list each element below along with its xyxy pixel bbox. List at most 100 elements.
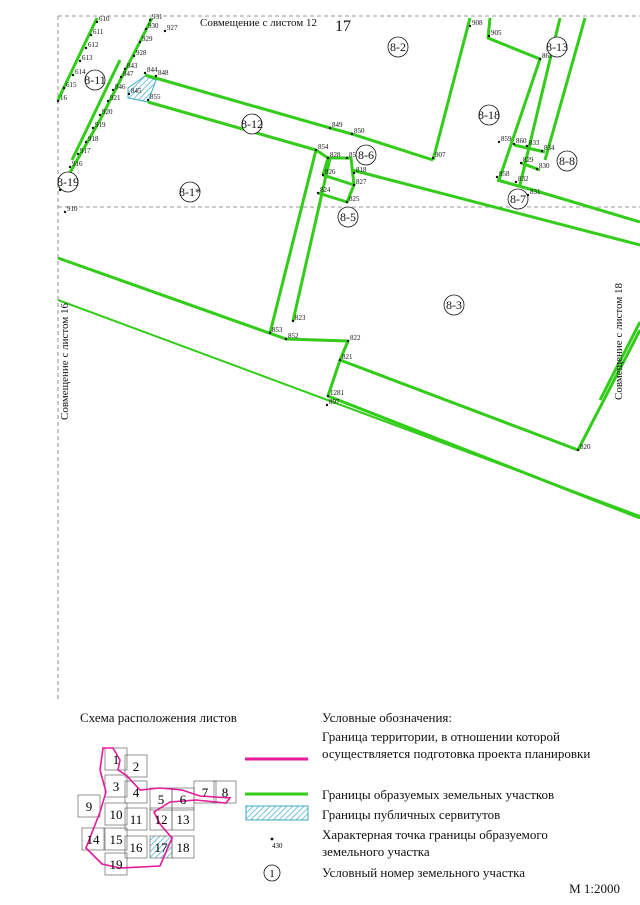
- sheet-cell-number: 6: [180, 792, 187, 807]
- boundary-point: [95, 20, 99, 24]
- boundary-point-label: 834: [544, 144, 555, 152]
- boundary-point: [56, 99, 60, 103]
- sheet-cell-number: 11: [130, 812, 143, 827]
- boundary-point: [268, 331, 272, 335]
- parcel-number: 8-18: [478, 108, 500, 122]
- frame-label-top: Совмещение с листом 12: [200, 17, 317, 29]
- boundary-point: [111, 88, 115, 92]
- boundary-point-label: 614: [75, 68, 86, 76]
- point-symbol: [270, 837, 274, 841]
- sheet-number: 17: [335, 18, 351, 35]
- boundary-point-label: 908: [472, 19, 483, 27]
- boundary-point-label: 918: [88, 135, 99, 143]
- boundary-point: [352, 183, 356, 187]
- boundary-point-label: 848: [158, 69, 169, 77]
- parcel-number: 8-1*: [179, 185, 201, 199]
- parcel-number: 8-8: [559, 154, 575, 168]
- boundary-point-label: 615: [66, 81, 77, 89]
- parcel-circle: [179, 181, 201, 203]
- boundary-point: [91, 126, 95, 130]
- frame-label-right: Совмещение с листом 18: [613, 283, 625, 400]
- map-scale: М 1:2000: [569, 881, 620, 896]
- boundary-point-label: 821: [342, 353, 353, 361]
- sheet-cell-number: 13: [177, 812, 190, 827]
- boundary-point: [325, 403, 329, 407]
- boundary-point-label: 831: [530, 188, 541, 196]
- boundary-point: [512, 142, 516, 146]
- boundary-point: [350, 132, 354, 136]
- boundary-point: [495, 175, 499, 179]
- legend-area: Схема расположения листов Условные обозн…: [0, 700, 640, 905]
- boundary-point-label: 927: [167, 24, 178, 32]
- legend-symbols: 430 1: [245, 757, 309, 882]
- sheet-cell-number: 4: [133, 785, 140, 800]
- parcel-circle: [387, 36, 409, 58]
- boundary-point: [321, 173, 325, 177]
- parcel-circle: [507, 188, 529, 210]
- sheet-cell: [104, 827, 128, 851]
- legend-item-parcels: Границы образуемых земельных участков: [322, 787, 555, 802]
- boundary-point: [326, 394, 330, 398]
- boundary-point: [540, 149, 544, 153]
- boundary-point-label: 847: [123, 70, 134, 78]
- sheet-cell: [124, 754, 148, 778]
- parcel-number: 8-11: [84, 73, 106, 87]
- boundary-point-label: 829: [523, 156, 534, 164]
- boundary-point-label: 917: [80, 147, 91, 155]
- boundary-point: [345, 200, 349, 204]
- parcel-number: 8-7: [510, 192, 526, 206]
- territory-outline-scheme: [85, 747, 232, 869]
- boundary-point-label: 825: [349, 195, 360, 203]
- boundary-point-label: 907: [435, 151, 446, 159]
- sheet-cell-number: 19: [110, 857, 123, 872]
- boundary-point-label: 929: [142, 35, 153, 43]
- parcel-number: 8-2: [390, 40, 406, 54]
- boundary-point: [154, 74, 158, 78]
- sheet-cell-number: 15: [110, 832, 123, 847]
- legend-item-servitude: Границы публичных сервитутов: [322, 807, 501, 822]
- boundary-point-label: 905: [491, 29, 502, 37]
- boundary-point-label: 1281: [330, 389, 345, 397]
- sheet-cell: [104, 802, 128, 826]
- boundary-point: [314, 148, 318, 152]
- boundary-point-label: 844: [147, 66, 158, 74]
- boundary-point-label: 860: [516, 137, 527, 145]
- boundary-point-label: 610: [99, 15, 110, 23]
- boundary-point-label: 921: [110, 94, 121, 102]
- boundary-point-label: 846: [115, 83, 126, 91]
- boundary-point: [71, 73, 75, 77]
- sheet-cell: [104, 747, 128, 771]
- frame-label-left: Совмещение с листом 16: [59, 303, 71, 420]
- legend-item-territory: Граница территории, в отношении которой …: [322, 729, 591, 761]
- parcel-number: 8-19: [57, 175, 79, 189]
- boundary-point: [148, 18, 152, 22]
- sheet-cell-number: 12: [155, 812, 168, 827]
- boundary-point-label: 820: [580, 443, 591, 451]
- boundary-point: [284, 337, 288, 341]
- boundary-point-label: 845: [131, 87, 142, 95]
- boundary-point: [352, 171, 356, 175]
- boundary-point-label: 850: [354, 127, 365, 135]
- boundary-point: [58, 188, 62, 192]
- boundary-point-label: 930: [148, 22, 159, 30]
- sheet-cell-number: 10: [110, 807, 123, 822]
- boundary-point: [525, 144, 529, 148]
- boundary-point-label: 822: [350, 334, 361, 342]
- boundary-point-label: 928: [136, 49, 147, 57]
- boundary-point: [123, 67, 127, 71]
- boundary-point: [326, 156, 330, 160]
- boundary-point: [84, 140, 88, 144]
- sheet-cell: [124, 807, 148, 831]
- boundary-point-label: 897: [329, 398, 340, 406]
- boundary-point-label: 16: [60, 94, 68, 102]
- boundary-point: [138, 40, 142, 44]
- sheet-cell: [193, 780, 217, 804]
- parcel-number: 8-5: [340, 210, 356, 224]
- boundary-point-label: 611: [93, 28, 104, 36]
- boundary-point-label: 855: [150, 93, 161, 101]
- boundary-point-label: 861: [542, 52, 553, 60]
- sheet-cell: [171, 835, 195, 859]
- boundary-point-label: 826: [325, 168, 336, 176]
